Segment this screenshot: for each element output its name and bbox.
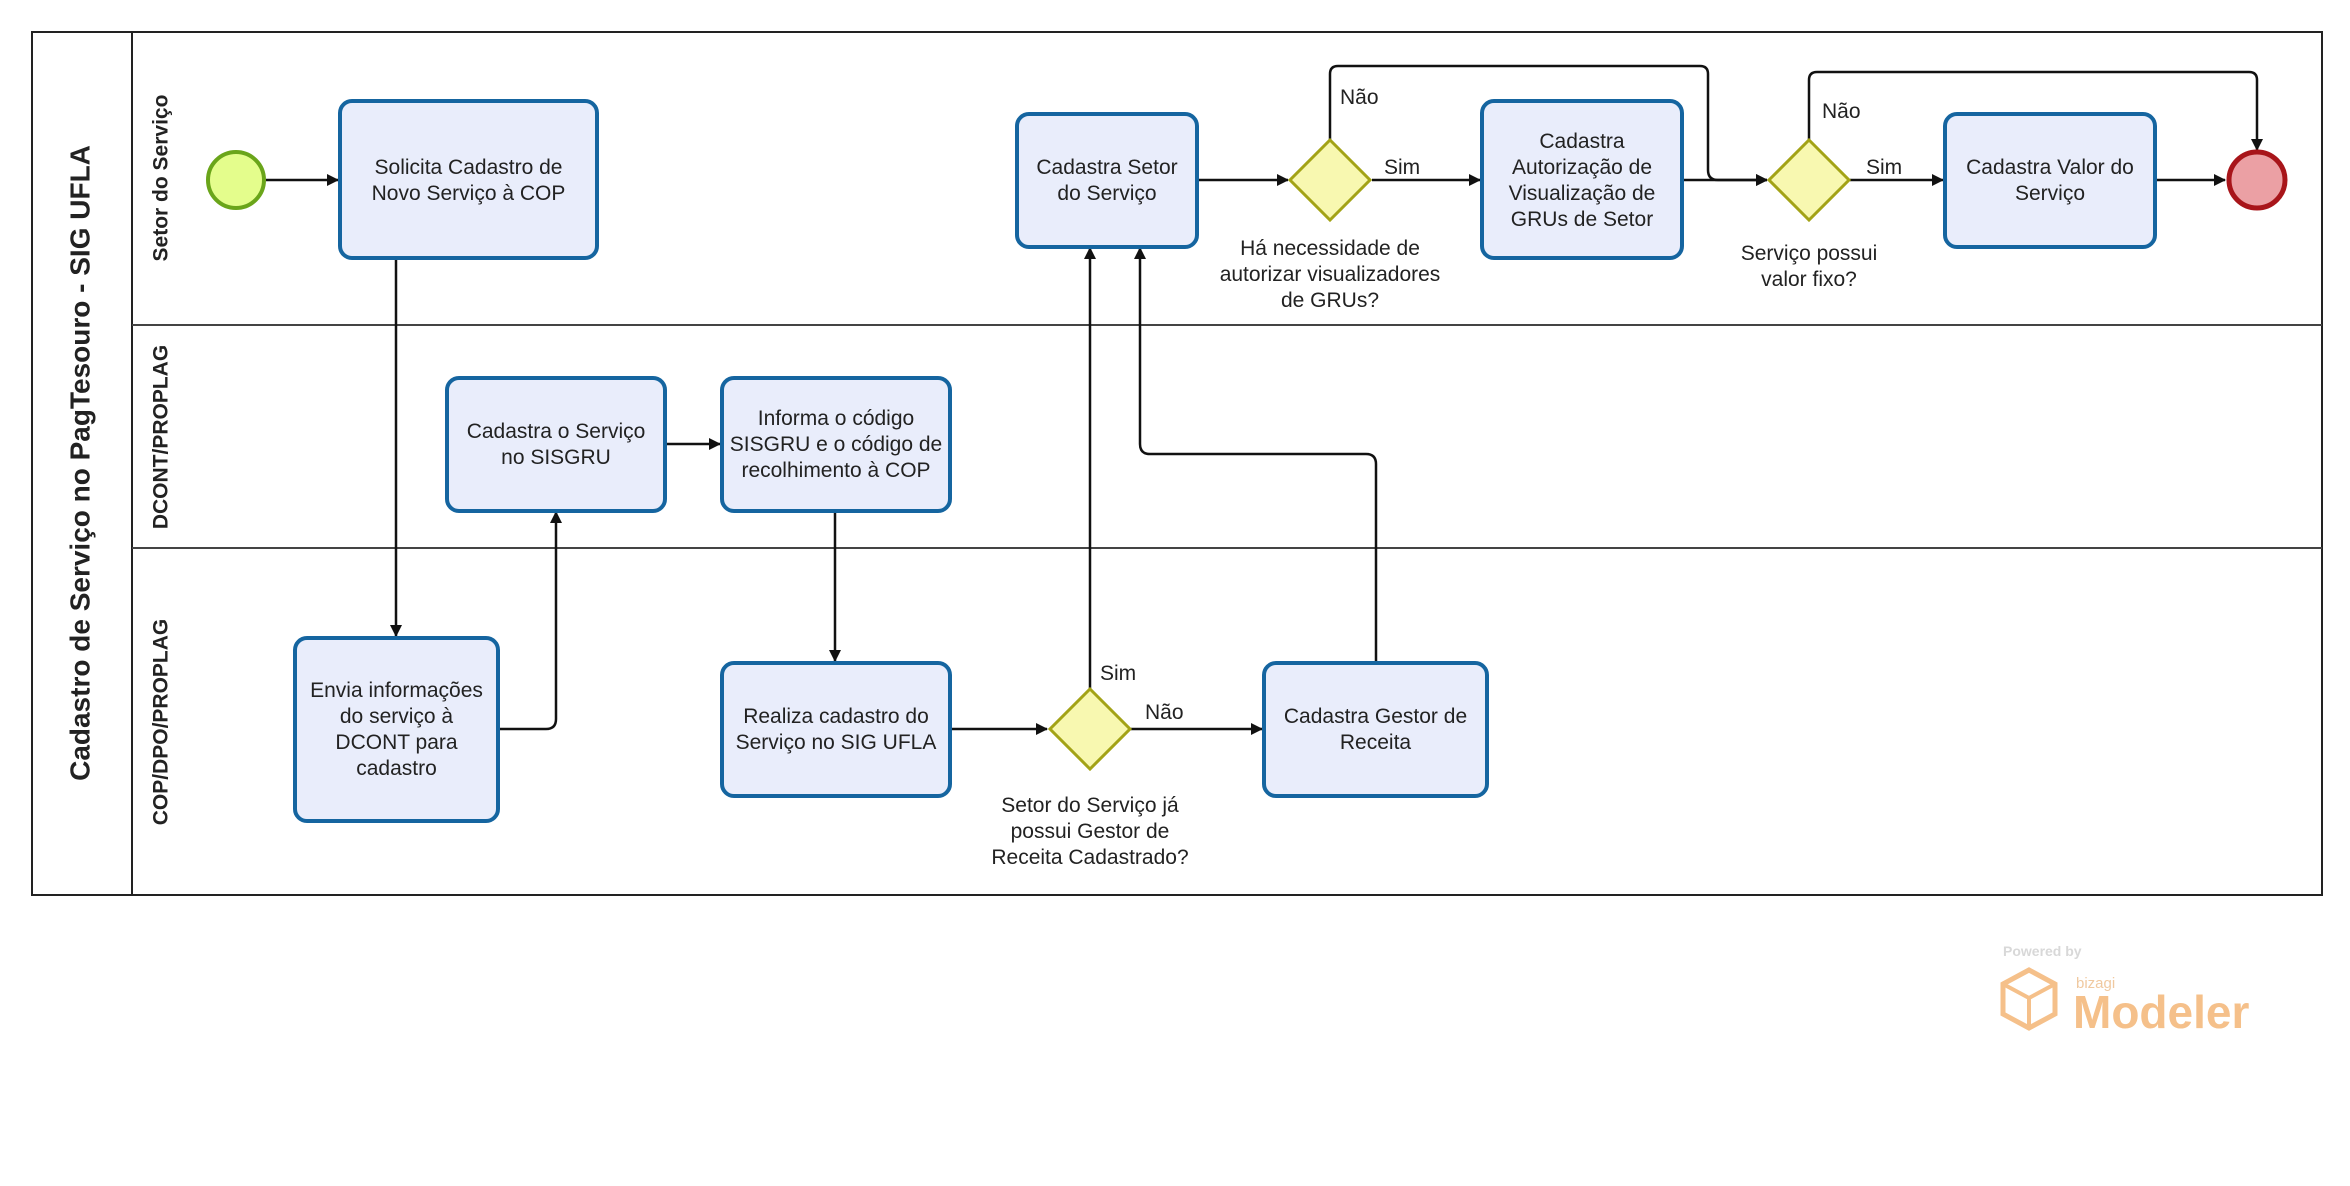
label-line: Cadastra Valor do (1966, 156, 2134, 179)
gateway-visualizadores[interactable]: Há necessidade de autorizar visualizadore… (1220, 137, 1441, 312)
end-event[interactable] (2226, 149, 2288, 211)
label-line: no SISGRU (501, 446, 611, 469)
label-line: Novo Serviço à COP (372, 182, 566, 205)
task-cadastra-valor[interactable]: Cadastra Valor do Serviço (1943, 112, 2157, 249)
label-line: cadastro (356, 757, 437, 780)
task-cadastra-setor[interactable]: Cadastra Setor do Serviço (1015, 112, 1199, 249)
watermark-product: Modeler (2073, 986, 2249, 1038)
label-line: Receita Cadastrado? (991, 846, 1188, 869)
label-line: valor fixo? (1761, 268, 1857, 291)
task-cadastra-gestor[interactable]: Cadastra Gestor de Receita (1262, 661, 1489, 798)
label-line: Cadastra Setor (1036, 156, 1177, 179)
task-cadastra-sisgru[interactable]: Cadastra o Serviço no SISGRU (445, 376, 667, 513)
gateway-gestor[interactable]: Setor do Serviço já possui Gestor de Recei… (991, 686, 1189, 869)
label-line: Receita (1340, 731, 1412, 754)
flow-label-sim-visual: Sim (1384, 156, 1420, 179)
pool-title: Cadastro de Serviço no PagTesouro - SIG … (64, 145, 95, 781)
lane-cop: COP/DPO/PROPLAG (150, 619, 173, 826)
label-line: Solicita Cadastro de (375, 156, 563, 179)
flow-label-sim-valor: Sim (1866, 156, 1902, 179)
label-line: Cadastra Gestor de (1284, 705, 1467, 728)
flow-gw-visual-to-gw-valor-nao (1328, 64, 1768, 186)
gateway-label: Setor do Serviço já possui Gestor de Recei… (991, 794, 1188, 869)
task-realiza-cadastro[interactable]: Realiza cadastro do Serviço no SIG UFLA (720, 661, 952, 798)
label-line: Visualização de (1509, 182, 1656, 205)
flow-label-sim-gestor: Sim (1100, 662, 1136, 685)
flow-label-nao-visual: Não (1340, 86, 1379, 109)
gateway-label: Serviço possui valor fixo? (1741, 242, 1878, 291)
flow-gestor-to-setor (1134, 247, 1378, 661)
task-label: Envia informações do serviço à DCONT para c… (310, 679, 483, 780)
label-line: possui Gestor de (1011, 820, 1170, 843)
task-label: Cadastra Setor do Serviço (1036, 156, 1177, 205)
flow-label-nao-valor: Não (1822, 100, 1861, 123)
label-line: recolhimento à COP (741, 459, 930, 482)
gateway-valor-fixo[interactable]: Serviço possui valor fixo? (1741, 137, 1878, 291)
bizagi-watermark: Powered by bizagi Modeler (2000, 943, 2249, 1038)
lane-setor: Setor do Serviço (132, 95, 2322, 326)
task-label: Cadastra Valor do Serviço (1966, 156, 2134, 205)
sequence-flows (266, 64, 2263, 735)
label-line: Realiza cadastro do (743, 705, 929, 728)
label-line: Serviço no SIG UFLA (736, 731, 937, 754)
flow-gw-valor-to-end-nao (1807, 70, 2263, 151)
task-label: Realiza cadastro do Serviço no SIG UFLA (736, 705, 937, 754)
flow-envia-to-sisgru (498, 511, 562, 731)
label-line: Serviço possui (1741, 242, 1878, 265)
watermark-powered-by: Powered by (2003, 943, 2082, 959)
task-solicita-cadastro[interactable]: Solicita Cadastro de Novo Serviço à COP (338, 99, 599, 260)
label-line: autorizar visualizadores (1220, 263, 1441, 286)
label-line: Envia informações (310, 679, 483, 702)
flow-label-nao-gestor: Não (1145, 701, 1184, 724)
label-line: Setor do Serviço já (1001, 794, 1179, 817)
task-envia-informacoes[interactable]: Envia informações do serviço à DCONT para c… (293, 636, 500, 823)
label-line: GRUs de Setor (1511, 208, 1653, 231)
lane-label-setor: Setor do Serviço (150, 95, 173, 262)
task-label: Cadastra o Serviço no SISGRU (467, 420, 646, 469)
lane-label-dcont: DCONT/PROPLAG (150, 345, 173, 529)
watermark-brand: bizagi (2076, 975, 2115, 992)
label-line: SISGRU e o código de (730, 433, 942, 456)
label-line: do serviço à (340, 705, 454, 728)
label-line: Há necessidade de (1240, 237, 1420, 260)
bizagi-logo-icon (2000, 967, 2058, 1031)
label-line: DCONT para (335, 731, 457, 754)
label-line: Cadastra (1539, 130, 1625, 153)
gateway-label: Há necessidade de autorizar visualizadore… (1220, 237, 1441, 312)
task-label: Cadastra Gestor de Receita (1284, 705, 1467, 754)
label-line: Serviço (2015, 182, 2085, 205)
label-line: Informa o código (758, 407, 914, 430)
lane-dcont: DCONT/PROPLAG (132, 345, 2322, 549)
label-line: Cadastra o Serviço (467, 420, 646, 443)
start-event[interactable] (206, 150, 266, 210)
lane-label-cop: COP/DPO/PROPLAG (150, 619, 173, 826)
label-line: Autorização de (1512, 156, 1652, 179)
label-line: do Serviço (1057, 182, 1156, 205)
label-line: de GRUs? (1281, 289, 1379, 312)
task-label: Solicita Cadastro de Novo Serviço à COP (372, 156, 566, 205)
